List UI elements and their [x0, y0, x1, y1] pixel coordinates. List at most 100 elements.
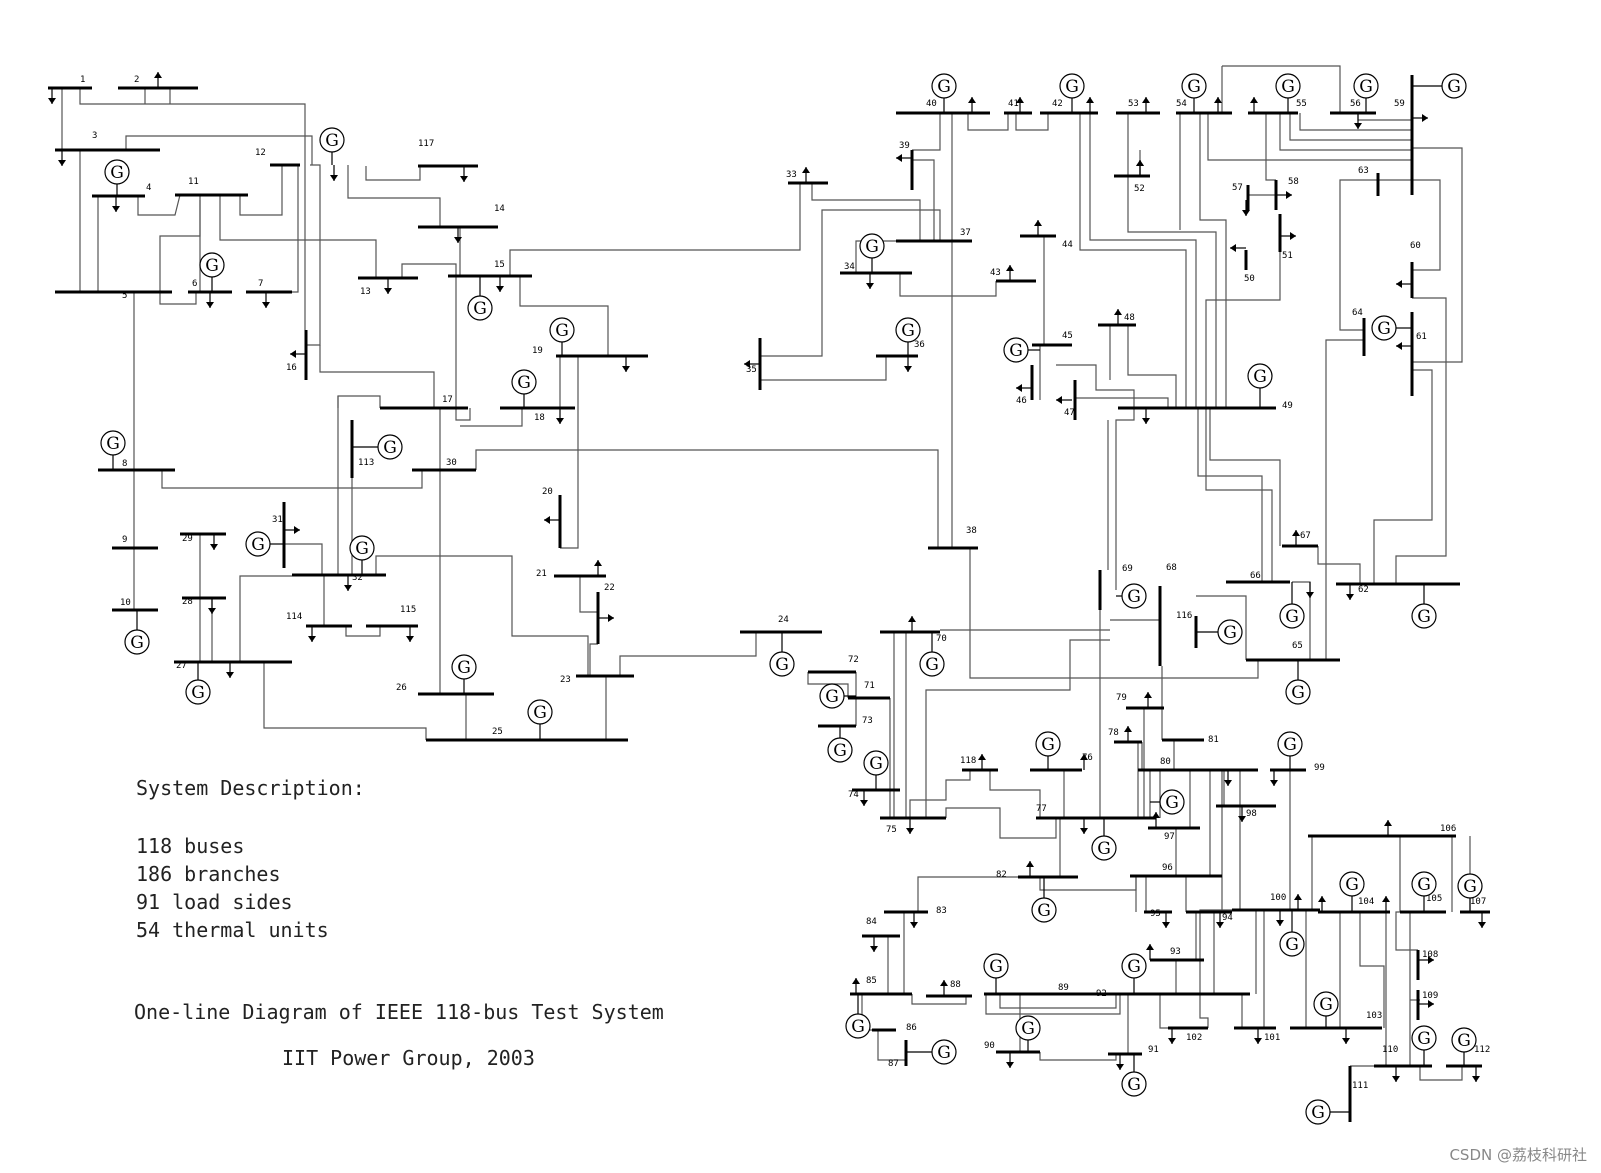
- bus-label: 83: [936, 906, 947, 916]
- load-arrow-icon: [1250, 97, 1258, 113]
- bus-37: 37: [896, 228, 972, 243]
- load-arrow-icon: [860, 790, 868, 806]
- loads: [48, 72, 1486, 1082]
- load-arrow-icon: [308, 626, 316, 642]
- bus-label: 73: [862, 716, 873, 726]
- generator-icon: G: [1411, 1025, 1437, 1066]
- bus-label: 34: [844, 262, 855, 272]
- bus-label: 44: [1062, 240, 1073, 250]
- svg-text:G: G: [355, 539, 369, 559]
- load-arrow-icon: [284, 526, 300, 534]
- branch-line: [1079, 113, 1187, 408]
- bus-83: 83: [884, 906, 947, 916]
- branch-line: [1317, 546, 1361, 584]
- bus-11: 11: [175, 177, 248, 197]
- branch-line: [1395, 911, 1418, 951]
- load-arrow-icon: [1242, 200, 1250, 216]
- bus-label: 109: [1422, 991, 1438, 1001]
- branch-line: [967, 113, 1009, 131]
- bus-label: 45: [1062, 331, 1073, 341]
- svg-text:G: G: [1281, 77, 1295, 97]
- branch-line: [1373, 369, 1433, 584]
- branch-line: [999, 994, 1117, 1009]
- branch-line: [1197, 408, 1263, 582]
- load-arrow-icon: [460, 166, 468, 182]
- generator-icon: G: [1059, 73, 1085, 113]
- branch-line: [1265, 113, 1276, 181]
- svg-text:G: G: [1345, 875, 1359, 895]
- generator-icon: G: [895, 317, 921, 356]
- svg-text:G: G: [851, 1017, 865, 1037]
- branch-line: [161, 470, 423, 489]
- generator-icon: G: [349, 535, 375, 575]
- svg-text:G: G: [833, 741, 847, 761]
- bus-label: 97: [1164, 832, 1175, 842]
- bus-53: 53: [1116, 99, 1160, 115]
- bus-label: 100: [1270, 893, 1286, 903]
- branch-line: [1039, 876, 1137, 891]
- bus-30: 30: [412, 458, 476, 472]
- load-arrow-icon: [1026, 861, 1034, 877]
- load-arrow-icon: [852, 978, 860, 994]
- branch-line: [1205, 240, 1281, 408]
- bus-40: 40: [896, 99, 990, 115]
- load-arrow-icon: [154, 72, 162, 88]
- svg-text:G: G: [1097, 839, 1111, 859]
- branch-line: [1395, 297, 1447, 584]
- bus-81: 81: [1162, 735, 1219, 745]
- bus-114: 114: [286, 612, 352, 628]
- bus-29: 29: [180, 532, 226, 544]
- branch-line: [811, 183, 921, 241]
- bus-label: 101: [1264, 1033, 1280, 1043]
- load-arrow-icon: [1086, 97, 1094, 113]
- bus-10: 10: [112, 598, 158, 612]
- generator-icon: G: [1091, 818, 1117, 861]
- load-arrow-icon: [1124, 726, 1132, 742]
- bus-108: 108: [1416, 950, 1438, 980]
- bus-label: 94: [1222, 913, 1233, 923]
- branch-line: [925, 639, 1110, 818]
- bus-44: 44: [1020, 234, 1073, 250]
- svg-text:G: G: [555, 321, 569, 341]
- branch-line: [347, 165, 441, 227]
- bus-75: 75: [880, 816, 946, 835]
- load-arrow-icon: [262, 292, 270, 308]
- load-arrow-icon: [1478, 912, 1486, 928]
- bus-33: 33: [786, 170, 828, 185]
- bus-label: 111: [1352, 1081, 1368, 1091]
- svg-text:G: G: [1291, 683, 1305, 703]
- load-arrow-icon: [1142, 408, 1150, 424]
- bus-label: 32: [352, 573, 363, 583]
- bus-24: 24: [740, 615, 822, 634]
- generator-icon: G: [1353, 73, 1379, 113]
- bus-64: 64: [1352, 308, 1366, 356]
- svg-text:G: G: [1311, 1103, 1325, 1123]
- bus-label: 69: [1122, 564, 1133, 574]
- bus-66: 66: [1226, 571, 1290, 584]
- bus-label: 51: [1282, 251, 1293, 261]
- load-arrow-icon: [1080, 754, 1088, 770]
- branch-line: [1196, 595, 1247, 660]
- svg-text:G: G: [1417, 607, 1431, 627]
- bus-label: 75: [886, 825, 897, 835]
- bus-label: 11: [188, 177, 199, 187]
- bus-label: 20: [542, 487, 553, 497]
- bus-label: 79: [1116, 693, 1127, 703]
- load-arrow-icon: [1342, 1028, 1350, 1044]
- bus-label: 88: [950, 980, 961, 990]
- branch-line: [159, 292, 197, 305]
- load-arrow-icon: [1318, 896, 1326, 912]
- load-arrow-icon: [940, 980, 948, 996]
- branch-line: [1299, 113, 1412, 131]
- bus-label: 91: [1148, 1045, 1159, 1055]
- bus-15: 15: [448, 260, 532, 278]
- bus-82: 82: [996, 870, 1078, 880]
- branch-line: [579, 576, 598, 613]
- bus-60: 60: [1410, 241, 1421, 298]
- bus-label: 8: [122, 459, 127, 469]
- bus-label: 66: [1250, 571, 1261, 581]
- bus-57: 57: [1232, 183, 1250, 210]
- svg-text:G: G: [191, 683, 205, 703]
